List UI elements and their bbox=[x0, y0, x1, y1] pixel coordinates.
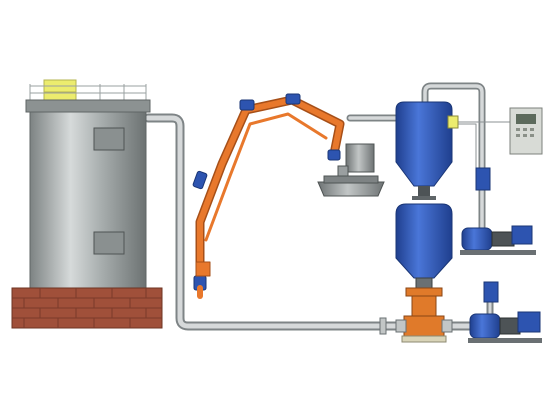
tank-roof bbox=[25, 99, 151, 113]
tank-manhole-lower bbox=[93, 231, 125, 255]
signal-line bbox=[455, 121, 511, 171]
control-cabinet bbox=[509, 107, 543, 155]
level-sensor bbox=[447, 115, 459, 129]
roof-guardrail bbox=[29, 79, 147, 101]
arm-turret bbox=[317, 143, 385, 197]
tank-shell bbox=[29, 111, 147, 289]
vacuum-pump bbox=[460, 167, 536, 255]
suction-head bbox=[317, 181, 385, 197]
rotary-valve bbox=[379, 277, 453, 343]
receiver-vessel bbox=[395, 101, 459, 200]
unloading-arm bbox=[192, 93, 345, 299]
brick-foundation bbox=[11, 287, 163, 329]
tank-manhole-upper bbox=[93, 127, 125, 151]
storage-tank bbox=[25, 79, 151, 289]
arm-swivel-joints bbox=[192, 93, 341, 291]
transmitter-vessel bbox=[395, 203, 453, 279]
pressure-blower bbox=[468, 281, 542, 343]
